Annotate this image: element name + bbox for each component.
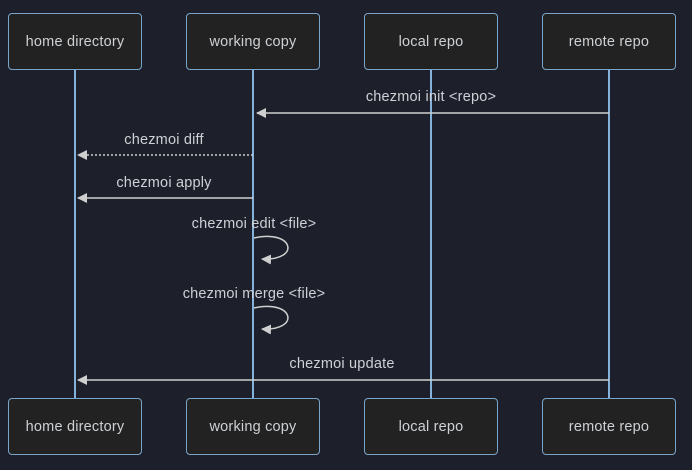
message-label-chezmoi-apply: chezmoi apply <box>116 175 212 191</box>
actor-top-working-copy: working copy <box>186 13 320 70</box>
message-label-chezmoi-merge: chezmoi merge <file> <box>182 286 326 302</box>
actor-top-remote-repo: remote repo <box>542 13 676 70</box>
message-label-chezmoi-diff: chezmoi diff <box>124 132 204 148</box>
actor-bottom-working-copy: working copy <box>186 398 320 455</box>
message-label-chezmoi-init: chezmoi init <repo> <box>365 89 497 105</box>
self-loop-arrow-chezmoi-merge <box>253 305 289 335</box>
message-label-chezmoi-edit: chezmoi edit <file> <box>191 216 317 232</box>
self-loop-arrow-chezmoi-edit <box>253 235 289 265</box>
actor-bottom-local-repo: local repo <box>364 398 498 455</box>
actor-top-local-repo: local repo <box>364 13 498 70</box>
actor-bottom-remote-repo: remote repo <box>542 398 676 455</box>
message-label-chezmoi-update: chezmoi update <box>289 356 395 372</box>
actor-top-home-directory: home directory <box>8 13 142 70</box>
actor-bottom-home-directory: home directory <box>8 398 142 455</box>
